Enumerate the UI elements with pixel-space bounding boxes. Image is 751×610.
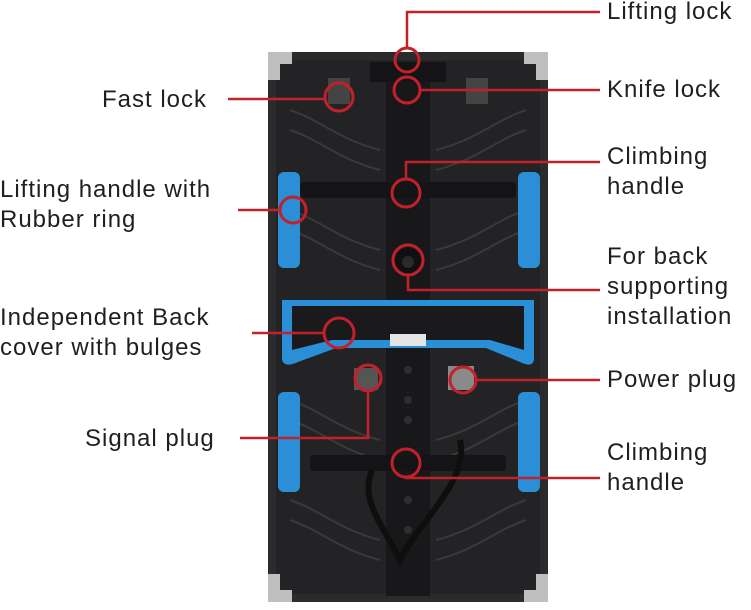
- label-signal-plug: Signal plug: [85, 425, 215, 452]
- label-climbing-handle-top: Climbing handle: [607, 143, 709, 200]
- label-back-support: For back supporting installation: [607, 243, 733, 330]
- label-knife-lock: Knife lock: [607, 76, 722, 103]
- leader-climbing-handle-bottom: [404, 476, 600, 480]
- label-climbing-handle-bottom: Climbing handle: [607, 439, 709, 496]
- led-cabinet-back: [268, 52, 548, 602]
- leader-climbing-handle-top: [404, 160, 600, 179]
- label-power-plug: Power plug: [607, 366, 738, 393]
- label-lifting-handle: Lifting handle with Rubber ring: [0, 176, 212, 233]
- leader-back-support: [406, 275, 600, 292]
- label-back-cover: Independent Back cover with bulges: [0, 304, 210, 361]
- marker-fast-lock: [323, 81, 355, 113]
- label-lifting-lock: Lifting lock: [607, 0, 733, 25]
- leader-lines: [228, 10, 600, 480]
- leader-lifting-lock: [405, 10, 600, 48]
- leader-signal-plug: [240, 391, 370, 440]
- label-fast-lock: Fast lock: [102, 86, 208, 113]
